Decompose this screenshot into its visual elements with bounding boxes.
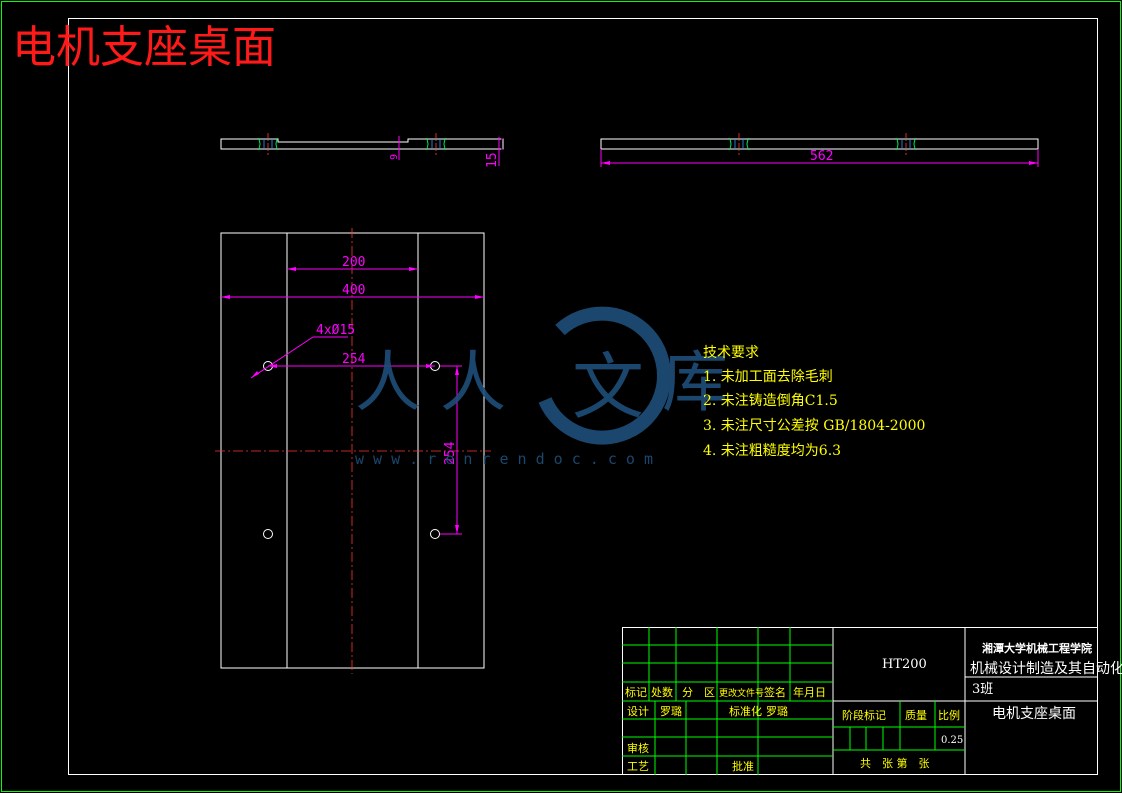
standardizer-label: 标准化 — [729, 704, 762, 718]
tech-requirements: 技术要求 1. 未加工面去除毛刺 2. 未注铸造倒角C1.5 3. 未注尺寸公差… — [703, 345, 925, 459]
outer-width-label: 400 — [342, 283, 365, 298]
top-view-centerlines — [215, 228, 491, 674]
title-block-grid — [622, 627, 1098, 775]
watermark-char-1: 人 — [355, 344, 421, 421]
process-label: 工艺 — [627, 760, 649, 773]
watermark-url: w w w . r e n r e n d o c . c o m — [355, 450, 653, 468]
tech-item-3: 3. 未注尺寸公差按 GB/1804-2000 — [703, 418, 925, 434]
major-label: 机械设计制造及其自动化 — [970, 661, 1122, 677]
front-view-holes — [263, 139, 441, 149]
stage-label: 阶段标记 — [842, 708, 886, 722]
front-height-dimension — [498, 137, 503, 166]
hole-span-h-dimension — [268, 364, 435, 368]
rev-header-mark: 标记 — [625, 685, 647, 699]
front-view-centerlines — [267, 133, 437, 155]
rev-header-doc: 更改文件号 — [719, 687, 764, 699]
part-name-label: 电机支座桌面 — [992, 706, 1076, 722]
watermark-char-4: 库 — [662, 344, 728, 421]
review-label: 审核 — [627, 741, 649, 755]
side-view-centerlines — [738, 133, 907, 155]
rev-header-count: 处数 — [651, 686, 673, 699]
tech-item-1: 1. 未加工面去除毛刺 — [703, 369, 833, 385]
outer-width-dimension — [221, 295, 484, 299]
top-view — [220, 232, 485, 669]
hole-span-v-label: 254 — [443, 441, 458, 465]
weight-label: 质量 — [905, 709, 927, 722]
material-label: HT200 — [882, 657, 927, 672]
sheet-label: 共 张 第 张 — [860, 756, 930, 770]
inner-frame-border — [68, 18, 1098, 775]
watermark-ring — [538, 306, 671, 445]
tech-item-4: 4. 未注粗糙度均为6.3 — [703, 443, 841, 459]
side-view-holes — [734, 139, 911, 149]
designer-value: 罗璐 — [660, 704, 682, 718]
watermark: 人 人 文 库 w w w . r e n r e n d o c . c o … — [355, 306, 728, 468]
side-view-weld-arcs — [728, 137, 917, 151]
hole-span-h-label: 254 — [342, 352, 366, 367]
scale-value: 0.25 — [941, 735, 963, 746]
school-label: 湘潭大学机械工程学院 — [982, 641, 1092, 655]
hole-callout-label: 4xØ15 — [316, 323, 355, 338]
rev-header-date: 年月日 — [793, 685, 826, 699]
scale-label: 比例 — [938, 708, 960, 722]
front-view — [220, 138, 504, 150]
rev-header-sign: 签名 — [764, 685, 786, 699]
watermark-char-3: 文 — [572, 345, 644, 429]
watermark-char-2: 人 — [440, 344, 506, 421]
tech-heading: 技术要求 — [703, 345, 759, 361]
inner-width-dimension — [287, 267, 418, 271]
front-height-label: 15 — [485, 152, 500, 168]
class-label: 3班 — [972, 682, 993, 697]
front-view-weld-arcs — [257, 137, 447, 151]
side-view-outline — [600, 138, 1039, 150]
approve-label: 批准 — [732, 759, 754, 773]
side-length-dimension — [600, 149, 1039, 167]
rev-header-zone: 分 区 — [682, 686, 715, 699]
standardizer-value: 罗璐 — [766, 704, 788, 718]
inner-width-label: 200 — [342, 255, 365, 270]
hole-span-v-dimension — [440, 365, 462, 535]
groove-label: 9 — [389, 154, 400, 160]
hole-callout-leader — [250, 336, 348, 379]
drawing-title: 电机支座桌面 — [12, 22, 276, 73]
tech-item-2: 2. 未注铸造倒角C1.5 — [703, 393, 838, 409]
side-length-label: 562 — [810, 149, 833, 164]
designer-label: 设计 — [627, 705, 649, 718]
